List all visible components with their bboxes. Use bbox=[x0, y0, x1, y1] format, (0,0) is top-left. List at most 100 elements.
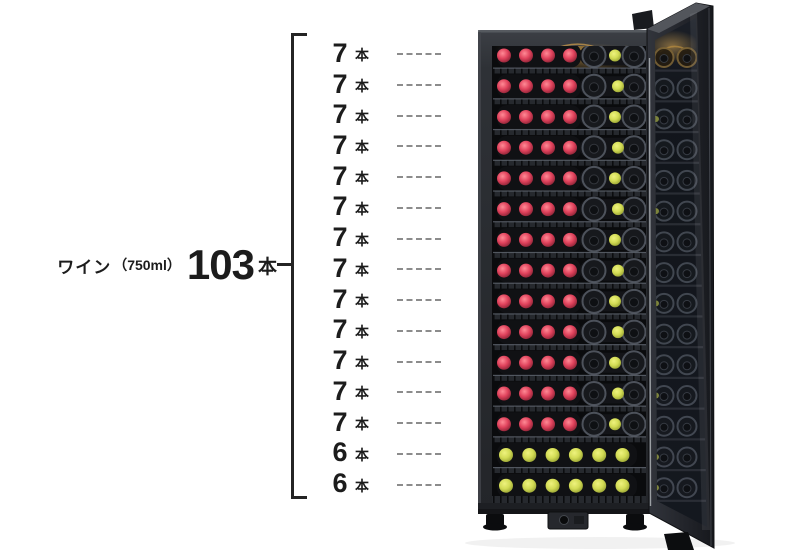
bottle-shelf-row bbox=[493, 46, 646, 74]
shelf-bottle-unit: 本 bbox=[355, 477, 369, 494]
label-connector-tick bbox=[277, 263, 292, 266]
shelf-capacity-row: 7 本 bbox=[330, 130, 441, 160]
total-bottle-unit: 本 bbox=[257, 256, 277, 278]
shelf-bottle-count: 7 bbox=[332, 283, 348, 314]
glass-row-reflection bbox=[655, 108, 706, 134]
shelf-bottle-count: 7 bbox=[332, 37, 348, 68]
bottle-shelf-row bbox=[493, 165, 646, 197]
bottle-shelf-row bbox=[493, 227, 646, 258]
glass-row-reflection bbox=[655, 354, 706, 379]
open-glass-door bbox=[632, 2, 715, 550]
glass-row-reflection bbox=[655, 415, 706, 441]
door-foot bbox=[664, 532, 694, 550]
leader-dashes bbox=[397, 176, 441, 179]
product-name-label: ワイン bbox=[57, 257, 112, 277]
bottle-shelf-row bbox=[493, 258, 646, 289]
leader-dashes bbox=[397, 237, 441, 240]
glass-row-reflection bbox=[655, 200, 706, 226]
shelf-bottle-count: 7 bbox=[332, 99, 348, 130]
bottle-shelf-row bbox=[493, 319, 646, 351]
total-capacity-label: ワイン （750ml） 103 本 bbox=[0, 237, 277, 293]
cabinet-foot-right bbox=[626, 514, 644, 526]
leader-dashes bbox=[397, 391, 441, 394]
door-lock bbox=[547, 511, 589, 530]
bottle-size-label: （750ml） bbox=[113, 257, 181, 273]
door-hinge bbox=[632, 10, 654, 30]
bottle-shelf-row bbox=[493, 196, 646, 228]
shelf-bottle-unit: 本 bbox=[355, 262, 369, 279]
bottle-shelf-row bbox=[493, 442, 646, 473]
leader-dashes bbox=[397, 452, 441, 455]
bottle-shelves bbox=[493, 46, 646, 498]
glass-row-reflection bbox=[655, 323, 706, 349]
shelf-bottle-count: 7 bbox=[332, 68, 348, 99]
floor-shadow bbox=[465, 537, 735, 549]
capacity-bracket bbox=[291, 33, 307, 499]
shelf-capacity-row: 7 本 bbox=[330, 100, 441, 130]
leader-dashes bbox=[397, 360, 441, 363]
shelf-capacity-row: 6 本 bbox=[330, 469, 441, 499]
leader-dashes bbox=[397, 84, 441, 87]
glass-row-reflection bbox=[655, 292, 706, 318]
bottle-shelf-row bbox=[493, 104, 646, 135]
shelf-bottle-count: 6 bbox=[332, 468, 348, 499]
shelf-capacity-row: 7 本 bbox=[330, 192, 441, 222]
glass-row-reflection bbox=[655, 169, 706, 195]
cabinet-foot-left bbox=[486, 514, 504, 526]
shelf-bottle-unit: 本 bbox=[355, 139, 369, 156]
shelf-capacity-row: 7 本 bbox=[330, 376, 441, 406]
shelf-bottle-unit: 本 bbox=[355, 108, 369, 125]
bottle-shelf-row bbox=[493, 381, 646, 412]
shelf-bottle-count: 7 bbox=[332, 314, 348, 345]
bottle-shelf-row bbox=[493, 411, 646, 443]
shelf-bottle-count: 7 bbox=[332, 406, 348, 437]
shelf-capacity-row: 7 本 bbox=[330, 253, 441, 283]
glass-row-reflection bbox=[655, 446, 706, 472]
shelf-capacity-row: 7 本 bbox=[330, 223, 441, 253]
shelf-bottle-unit: 本 bbox=[355, 385, 369, 402]
shelf-bottle-count: 7 bbox=[332, 160, 348, 191]
glass-row-reflection bbox=[655, 477, 706, 502]
leader-dashes bbox=[397, 145, 441, 148]
shelf-bottle-unit: 本 bbox=[355, 78, 369, 95]
shelf-bottle-unit: 本 bbox=[355, 416, 369, 433]
shelf-bottle-unit: 本 bbox=[355, 446, 369, 463]
glass-row-reflection bbox=[655, 47, 706, 72]
leader-dashes bbox=[397, 299, 441, 302]
cabinet-base bbox=[478, 496, 658, 531]
shelf-bottle-count: 7 bbox=[332, 252, 348, 283]
shelf-capacity-row: 7 本 bbox=[330, 315, 441, 345]
shelf-capacity-row: 7 本 bbox=[330, 346, 441, 376]
leader-dashes bbox=[397, 422, 441, 425]
shelf-bottle-unit: 本 bbox=[355, 200, 369, 217]
shelf-capacity-row: 6 本 bbox=[330, 438, 441, 468]
shelf-capacity-row: 7 本 bbox=[330, 161, 441, 191]
leader-dashes bbox=[397, 268, 441, 271]
glass-row-reflection bbox=[655, 77, 706, 103]
shelf-capacity-row: 7 本 bbox=[330, 407, 441, 437]
door-glass-reflections bbox=[655, 30, 706, 502]
shelf-bottle-unit: 本 bbox=[355, 47, 369, 64]
bottle-shelf-row bbox=[493, 288, 646, 320]
bottle-shelf-row bbox=[493, 350, 646, 381]
shelf-bottle-unit: 本 bbox=[355, 354, 369, 371]
bottle-shelf-row bbox=[493, 73, 646, 105]
leader-dashes bbox=[397, 483, 441, 486]
total-bottle-count: 103 bbox=[186, 241, 255, 288]
leader-dashes bbox=[397, 329, 441, 332]
shelf-bottle-count: 7 bbox=[332, 191, 348, 222]
bottle-shelf-row bbox=[493, 135, 646, 166]
shelf-capacity-row: 7 本 bbox=[330, 284, 441, 314]
glass-row-reflection bbox=[655, 262, 706, 287]
shelf-bottle-count: 6 bbox=[332, 437, 348, 468]
shelf-bottle-count: 7 bbox=[332, 129, 348, 160]
shelf-capacity-row: 7 本 bbox=[330, 69, 441, 99]
leader-dashes bbox=[397, 53, 441, 56]
leader-dashes bbox=[397, 206, 441, 209]
leader-dashes bbox=[397, 114, 441, 117]
shelf-bottle-unit: 本 bbox=[355, 170, 369, 187]
shelf-bottle-count: 7 bbox=[332, 375, 348, 406]
shelf-bottle-unit: 本 bbox=[355, 293, 369, 310]
